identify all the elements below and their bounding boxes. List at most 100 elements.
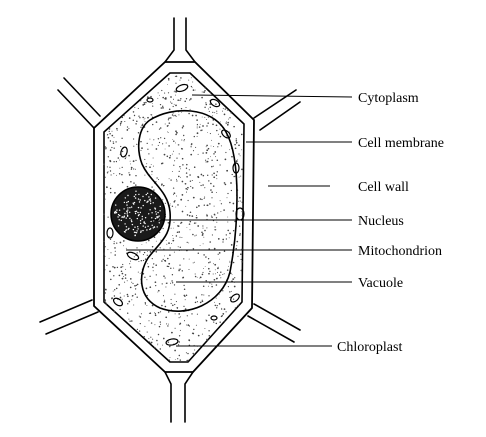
cytoplasm-granule xyxy=(190,185,192,188)
cytoplasm-granule xyxy=(194,301,197,304)
cytoplasm-granule xyxy=(144,325,146,327)
cytoplasm-granule xyxy=(172,304,174,307)
cytoplasm-granule xyxy=(203,254,205,256)
nucleus-shape xyxy=(110,186,166,242)
cytoplasm-granule xyxy=(173,103,175,105)
label-cytoplasm: Cytoplasm xyxy=(358,91,419,106)
cytoplasm-granule xyxy=(110,252,112,254)
cytoplasm-granule xyxy=(157,178,160,181)
cytoplasm-granule xyxy=(149,286,152,289)
cytoplasm-granule xyxy=(144,276,146,278)
cytoplasm-granule xyxy=(179,236,181,238)
cytoplasm-granule xyxy=(185,172,188,174)
cytoplasm-granule xyxy=(164,97,166,100)
cytoplasm-granule xyxy=(199,181,201,183)
cytoplasm-granule xyxy=(164,202,166,204)
cytoplasm-granule xyxy=(237,255,239,257)
cytoplasm-granule xyxy=(204,159,207,161)
cytoplasm-granule xyxy=(235,247,237,250)
cytoplasm-granule xyxy=(212,165,214,167)
cytoplasm-granule xyxy=(208,180,210,182)
cytoplasm-granule xyxy=(217,212,219,214)
nucleus-texture-dot xyxy=(137,198,140,200)
nucleus-texture-dot xyxy=(126,211,129,213)
cytoplasm-granule xyxy=(203,204,205,206)
cytoplasm-granule xyxy=(175,115,177,117)
cytoplasm-granule xyxy=(122,240,125,242)
cytoplasm-granule xyxy=(191,313,193,315)
cytoplasm-granule xyxy=(201,273,204,276)
cytoplasm-granule xyxy=(155,240,157,242)
cytoplasm-granule xyxy=(181,112,182,113)
cytoplasm-granule xyxy=(204,90,206,92)
nucleus-texture-dot xyxy=(117,214,120,216)
cytoplasm-granule xyxy=(167,341,170,343)
cytoplasm-granule xyxy=(177,225,180,227)
cytoplasm-granule xyxy=(169,247,171,249)
cytoplasm-granule xyxy=(164,299,166,301)
nucleus-texture-dot xyxy=(132,228,135,231)
cytoplasm-granule xyxy=(140,149,142,151)
cytoplasm-granule xyxy=(157,343,159,345)
cytoplasm-granule xyxy=(220,277,222,279)
cytoplasm-granule xyxy=(186,189,188,191)
cytoplasm-granule xyxy=(172,138,174,140)
cytoplasm-granule xyxy=(164,305,167,308)
cytoplasm-granule xyxy=(133,114,136,117)
cytoplasm-granule xyxy=(220,271,222,273)
cytoplasm-granule xyxy=(215,192,217,193)
cytoplasm-granule xyxy=(175,82,177,84)
cytoplasm-granule xyxy=(221,315,223,317)
nucleus-texture-dot xyxy=(140,231,142,233)
cytoplasm-granule xyxy=(128,318,130,320)
cytoplasm-granule xyxy=(181,139,183,141)
cytoplasm-granule xyxy=(109,187,112,190)
nucleus-texture-dot xyxy=(125,217,127,219)
cytoplasm-granule xyxy=(154,313,156,315)
cytoplasm-granule xyxy=(175,133,177,136)
nucleus-texture-dot xyxy=(139,220,142,222)
nucleus-texture-dot xyxy=(156,226,158,228)
cytoplasm-granule xyxy=(205,161,207,163)
cytoplasm-granule xyxy=(208,110,210,112)
cytoplasm-granule xyxy=(157,138,160,140)
cytoplasm-granule xyxy=(160,107,163,109)
cytoplasm-granule xyxy=(218,252,221,254)
cytoplasm-granule xyxy=(230,182,232,184)
cytoplasm-granule xyxy=(180,77,182,79)
cytoplasm-granule xyxy=(135,168,136,170)
label-vacuole: Vacuole xyxy=(358,276,403,291)
cytoplasm-granule xyxy=(136,247,138,249)
cytoplasm-granule xyxy=(214,151,217,153)
cytoplasm-granule xyxy=(177,99,179,101)
cytoplasm-granule xyxy=(235,138,237,140)
nucleus-texture-dot xyxy=(133,201,136,204)
cytoplasm-granule xyxy=(104,193,106,195)
cytoplasm-granule xyxy=(188,112,190,115)
cytoplasm-granule xyxy=(190,146,192,148)
cytoplasm-granule xyxy=(197,252,200,254)
cytoplasm-granule xyxy=(212,119,215,121)
cytoplasm-granule xyxy=(130,163,132,165)
cytoplasm-granule xyxy=(162,344,164,346)
cytoplasm-granule xyxy=(196,125,198,127)
cytoplasm-granule xyxy=(227,221,229,223)
cytoplasm-granule xyxy=(233,125,235,128)
cytoplasm-granule xyxy=(150,336,152,338)
cytoplasm-granule xyxy=(109,133,111,135)
cytoplasm-granule xyxy=(172,227,174,229)
cytoplasm-granule xyxy=(193,328,195,331)
cytoplasm-granule xyxy=(216,307,218,309)
cytoplasm-granule xyxy=(132,111,135,113)
cytoplasm-granule xyxy=(176,180,178,182)
cytoplasm-granule xyxy=(234,307,237,309)
cytoplasm-granule xyxy=(113,173,115,175)
cytoplasm-granule xyxy=(238,200,239,202)
cytoplasm-granule xyxy=(215,217,218,219)
cytoplasm-granule xyxy=(164,148,166,150)
nucleus-texture-dot xyxy=(140,230,142,232)
cytoplasm-granule xyxy=(170,302,172,305)
cytoplasm-granule xyxy=(146,130,149,133)
nucleus-texture-dot xyxy=(156,217,158,219)
cytoplasm-granule xyxy=(190,153,193,156)
